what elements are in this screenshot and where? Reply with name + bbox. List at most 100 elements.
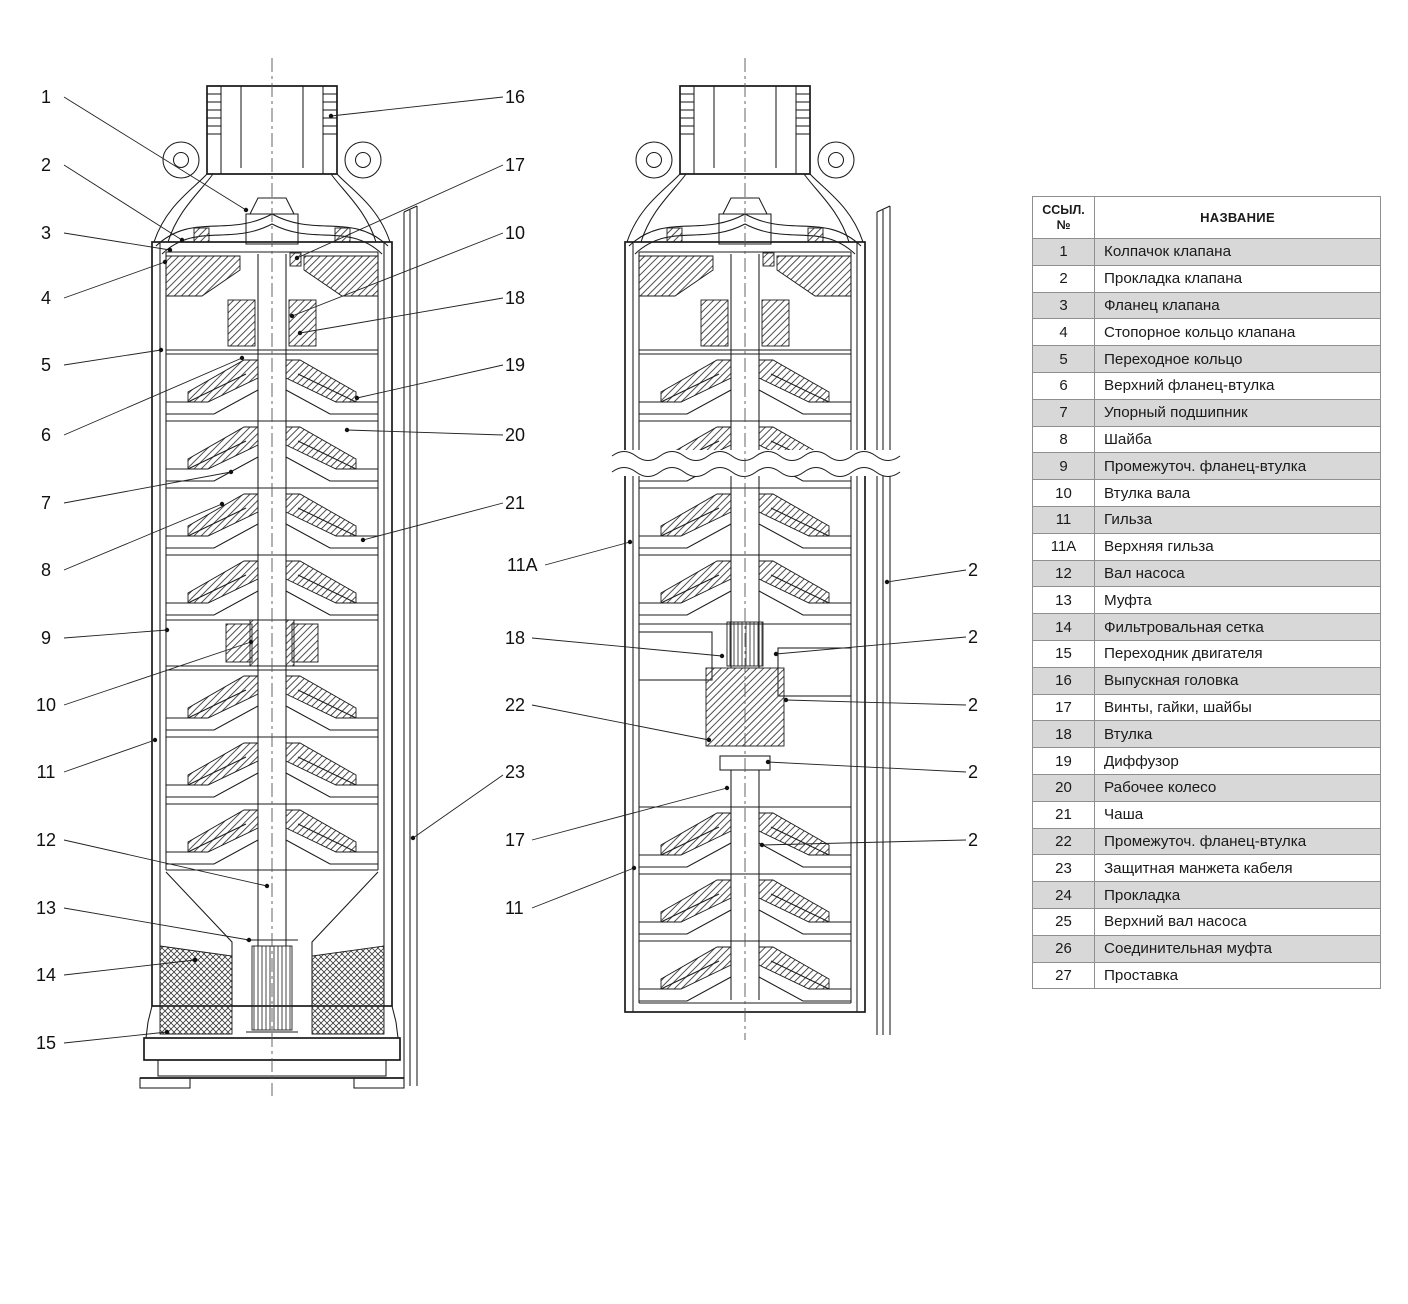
callout-16: 16 bbox=[505, 87, 526, 107]
part-name: Шайба bbox=[1094, 425, 1381, 454]
part-name: Втулка вала bbox=[1094, 479, 1381, 507]
callout-right-5: 2 bbox=[968, 830, 979, 850]
part-ref: 14 bbox=[1032, 613, 1095, 641]
part-name: Выпускная головка bbox=[1094, 666, 1381, 695]
callout-10: 10 bbox=[35, 695, 57, 715]
part-ref: 22 bbox=[1032, 827, 1095, 856]
part-name: Прокладка клапана bbox=[1094, 264, 1381, 293]
part-ref: 8 bbox=[1032, 425, 1095, 454]
part-ref: 13 bbox=[1032, 586, 1095, 615]
callout-11: 11 bbox=[36, 762, 56, 782]
callout-12: 12 bbox=[35, 830, 57, 850]
callout-13: 13 bbox=[35, 898, 57, 918]
part-ref: 11A bbox=[1032, 532, 1095, 561]
part-name: Фильтровальная сетка bbox=[1094, 613, 1381, 641]
callout-14: 14 bbox=[35, 965, 57, 985]
callout-8: 8 bbox=[40, 560, 51, 580]
part-name: Верхний фланец-втулка bbox=[1094, 371, 1381, 400]
callout-7: 7 bbox=[40, 493, 51, 513]
part-ref: 21 bbox=[1032, 800, 1095, 829]
part-ref: 17 bbox=[1032, 693, 1095, 722]
part-name: Переходное кольцо bbox=[1094, 345, 1381, 373]
part-ref: 10 bbox=[1032, 479, 1095, 507]
table-header-row: ССЫЛ.№ НАЗВАНИЕ bbox=[1032, 196, 1381, 239]
part-ref: 2 bbox=[1032, 264, 1095, 293]
callout-4: 4 bbox=[40, 288, 51, 308]
leader-lines bbox=[63, 96, 967, 1044]
right-pump-section-view bbox=[611, 58, 908, 1040]
callout-11A: 11A bbox=[507, 555, 538, 575]
part-name: Фланец клапана bbox=[1094, 291, 1381, 320]
part-ref: 4 bbox=[1032, 318, 1095, 347]
part-name: Гильза bbox=[1094, 505, 1381, 534]
left-pump-section-view bbox=[139, 58, 418, 1096]
callout-22: 22 bbox=[505, 695, 526, 715]
part-ref: 16 bbox=[1032, 666, 1095, 695]
callout-1: 1 bbox=[40, 87, 51, 107]
callout-15: 15 bbox=[35, 1033, 57, 1053]
part-ref: 9 bbox=[1032, 452, 1095, 481]
part-name: Чаша bbox=[1094, 800, 1381, 829]
callout-right-3: 2 bbox=[968, 695, 979, 715]
part-name: Рабочее колесо bbox=[1094, 773, 1381, 802]
part-ref: 7 bbox=[1032, 398, 1095, 427]
callout-right-1: 2 bbox=[968, 560, 979, 580]
part-ref: 15 bbox=[1032, 639, 1095, 668]
part-ref: 11 bbox=[1032, 505, 1095, 534]
part-name: Прокладка bbox=[1094, 881, 1381, 909]
part-name: Винты, гайки, шайбы bbox=[1094, 693, 1381, 722]
col-header-ref-line2: № bbox=[1056, 217, 1071, 232]
callout-20: 20 bbox=[505, 425, 526, 445]
part-ref: 20 bbox=[1032, 773, 1095, 802]
part-name: Муфта bbox=[1094, 586, 1381, 615]
part-ref: 19 bbox=[1032, 747, 1095, 775]
part-name: Вал насоса bbox=[1094, 559, 1381, 588]
callout-17b: 17 bbox=[505, 830, 526, 850]
part-name: Стопорное кольцо клапана bbox=[1094, 318, 1381, 347]
callout-19: 19 bbox=[505, 355, 526, 375]
col-header-ref-line1: ССЫЛ. bbox=[1042, 202, 1085, 217]
part-ref: 12 bbox=[1032, 559, 1095, 588]
callout-23: 23 bbox=[505, 762, 526, 782]
col-header-name: НАЗВАНИЕ bbox=[1094, 196, 1381, 239]
part-name: Переходник двигателя bbox=[1094, 639, 1381, 668]
callout-6: 6 bbox=[40, 425, 51, 445]
part-ref: 27 bbox=[1032, 961, 1095, 990]
part-name: Верхний вал насоса bbox=[1094, 907, 1381, 936]
part-name: Защитная манжета кабеля bbox=[1094, 854, 1381, 883]
callout-5: 5 bbox=[40, 355, 51, 375]
part-ref: 24 bbox=[1032, 881, 1095, 909]
part-ref: 3 bbox=[1032, 291, 1095, 320]
part-ref: 26 bbox=[1032, 934, 1095, 963]
part-ref: 5 bbox=[1032, 345, 1095, 373]
part-ref: 6 bbox=[1032, 371, 1095, 400]
